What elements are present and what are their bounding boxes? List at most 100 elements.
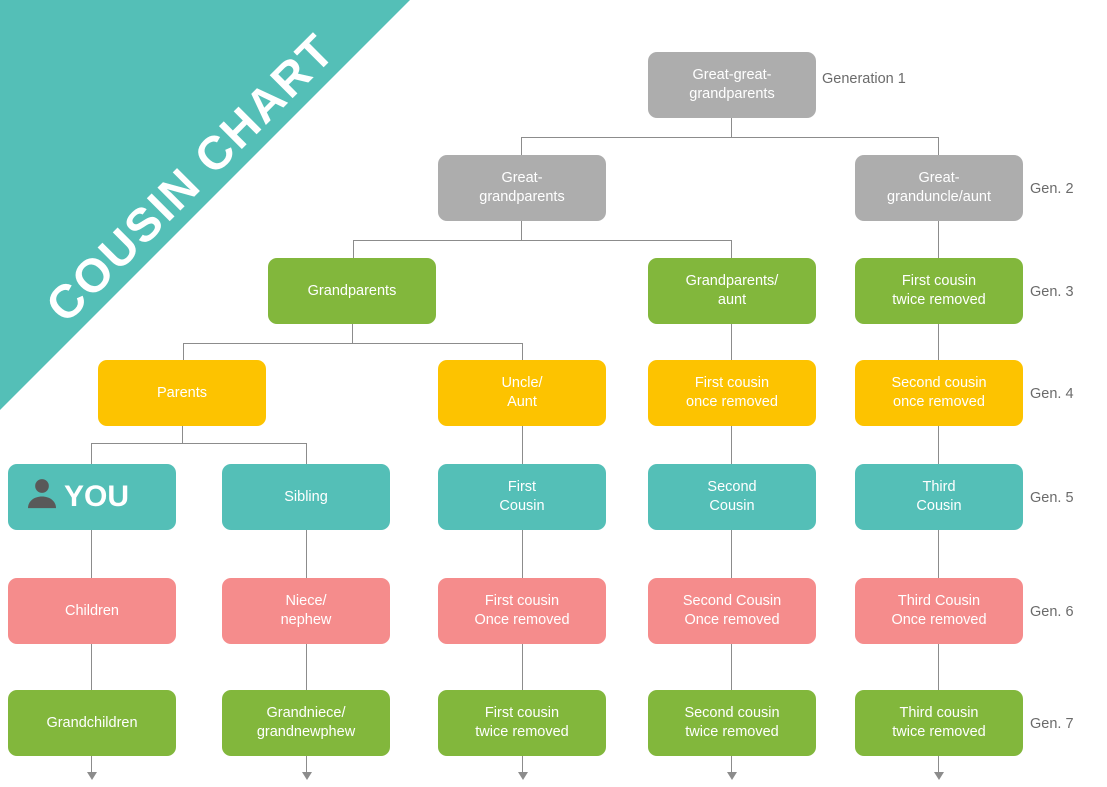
- connector-parents-stem: [182, 426, 184, 443]
- connector-col3-gen5-gen6: [522, 530, 524, 578]
- node-second-cousin[interactable]: Second Cousin: [648, 464, 816, 530]
- node-line-1: First cousin: [484, 593, 560, 609]
- node-line-1: First cousin: [694, 375, 770, 391]
- connector-col1-tail: [91, 756, 93, 774]
- connector-col5-gen2-gen3: [938, 221, 940, 258]
- node-line-2: Once removed: [891, 612, 987, 628]
- node-line-2: twice removed: [892, 724, 986, 740]
- connector-gen4-col1-drop: [183, 343, 185, 360]
- generation-label-3: Gen. 3: [1030, 284, 1074, 300]
- node-first-cousin-twice-removed-gen3[interactable]: First cousin twice removed: [855, 258, 1023, 324]
- node-third-cousin-twice-removed-gen7[interactable]: Third cousin twice removed: [855, 690, 1023, 756]
- node-line-1: Grandchildren: [46, 714, 138, 731]
- generation-label-7: Gen. 7: [1030, 716, 1074, 732]
- node-sibling[interactable]: Sibling: [222, 464, 390, 530]
- node-great-great-grandparents[interactable]: Great-great- grandparents: [648, 52, 816, 118]
- node-children[interactable]: Children: [8, 578, 176, 644]
- connector-root-stem: [731, 118, 733, 137]
- connector-gen3-col2-drop: [353, 240, 355, 258]
- node-second-cousin-twice-removed-gen7[interactable]: Second cousin twice removed: [648, 690, 816, 756]
- node-line-1: First: [507, 479, 537, 495]
- node-line-2: once removed: [686, 394, 778, 410]
- connector-col4-gen5-gen6: [731, 530, 733, 578]
- arrow-down-icon: [87, 772, 97, 780]
- node-line-1: Sibling: [284, 488, 328, 505]
- node-line-2: Cousin: [709, 498, 755, 514]
- connector-col4-tail: [731, 756, 733, 774]
- node-line-1: Niece/: [285, 593, 327, 609]
- node-grandchildren[interactable]: Grandchildren: [8, 690, 176, 756]
- node-line-1: Children: [65, 602, 119, 619]
- node-line-2: granduncle/aunt: [887, 189, 991, 205]
- connector-col5-tail: [938, 756, 940, 774]
- node-line-1: Second: [707, 479, 757, 495]
- connector-gen4-col3-drop: [522, 343, 524, 360]
- connector-col4-gen4-gen5: [731, 426, 733, 464]
- connector-col3-gen6-gen7: [522, 644, 524, 690]
- node-grandparents-aunt[interactable]: Grandparents/ aunt: [648, 258, 816, 324]
- node-line-1: Third: [922, 479, 956, 495]
- node-grandniece-grandnephew[interactable]: Grandniece/ grandnewphew: [222, 690, 390, 756]
- node-great-granduncle-aunt[interactable]: Great- granduncle/aunt: [855, 155, 1023, 221]
- node-first-cousin-once-removed-gen6[interactable]: First cousin Once removed: [438, 578, 606, 644]
- node-line-2: grandnewphew: [256, 724, 356, 740]
- connector-gen3-col4-drop: [731, 240, 733, 258]
- node-great-grandparents[interactable]: Great- grandparents: [438, 155, 606, 221]
- node-first-cousin-once-removed-gen4[interactable]: First cousin once removed: [648, 360, 816, 426]
- connector-gen2-col2-stem: [521, 221, 523, 240]
- connector-gen2-bus: [353, 240, 732, 242]
- connector-gen3-col2-stem: [352, 324, 354, 343]
- node-line-1: First cousin: [484, 705, 560, 721]
- connector-col2-gen5-gen6: [306, 530, 308, 578]
- connector-gen5-col1-drop: [91, 443, 93, 464]
- node-line-1: Grandparents/: [685, 273, 779, 289]
- node-label-you: YOU: [64, 480, 130, 513]
- connector-col2-tail: [306, 756, 308, 774]
- node-line-1: Grandniece/: [266, 705, 346, 721]
- generation-label-6: Gen. 6: [1030, 604, 1074, 620]
- connector-col3-tail: [522, 756, 524, 774]
- connector-gen4-bus: [91, 443, 307, 445]
- banner: COUSIN CHART: [0, 0, 410, 410]
- node-line-2: Once removed: [684, 612, 780, 628]
- node-line-1: Parents: [157, 384, 207, 401]
- connector-col1-gen6-gen7: [91, 644, 93, 690]
- arrow-down-icon: [302, 772, 312, 780]
- node-line-2: grandparents: [479, 189, 565, 205]
- node-line-1: Second cousin: [684, 705, 780, 721]
- node-line-1: Second cousin: [891, 375, 987, 391]
- node-line-2: nephew: [280, 612, 332, 628]
- arrow-down-icon: [518, 772, 528, 780]
- node-line-1: Great-: [501, 170, 543, 186]
- node-second-cousin-once-removed-gen4[interactable]: Second cousin once removed: [855, 360, 1023, 426]
- node-line-2: once removed: [893, 394, 985, 410]
- node-line-2: twice removed: [475, 724, 569, 740]
- node-first-cousin-twice-removed-gen7[interactable]: First cousin twice removed: [438, 690, 606, 756]
- node-grandparents[interactable]: Grandparents: [268, 258, 436, 324]
- connector-col4-gen6-gen7: [731, 644, 733, 690]
- node-third-cousin-once-removed-gen6[interactable]: Third Cousin Once removed: [855, 578, 1023, 644]
- generation-label-1: Generation 1: [822, 71, 906, 87]
- node-third-cousin[interactable]: Third Cousin: [855, 464, 1023, 530]
- node-line-2: aunt: [717, 292, 747, 308]
- node-line-1: Uncle/: [501, 375, 543, 391]
- connector-col5-gen4-gen5: [938, 426, 940, 464]
- node-uncle-aunt[interactable]: Uncle/ Aunt: [438, 360, 606, 426]
- node-first-cousin[interactable]: First Cousin: [438, 464, 606, 530]
- connector-col3-gen4-gen5: [522, 426, 524, 464]
- node-line-2: Cousin: [916, 498, 962, 514]
- node-niece-nephew[interactable]: Niece/ nephew: [222, 578, 390, 644]
- connector-gen1-bus: [521, 137, 939, 139]
- generation-label-2: Gen. 2: [1030, 181, 1074, 197]
- node-you[interactable]: YOU: [8, 464, 176, 530]
- node-line-2: grandparents: [689, 86, 775, 102]
- node-second-cousin-once-removed-gen6[interactable]: Second Cousin Once removed: [648, 578, 816, 644]
- connector-col5-gen3-gen4: [938, 324, 940, 360]
- arrow-down-icon: [934, 772, 944, 780]
- connector-col2-gen6-gen7: [306, 644, 308, 690]
- node-line-2: Aunt: [507, 394, 537, 410]
- arrow-down-icon: [727, 772, 737, 780]
- node-parents[interactable]: Parents: [98, 360, 266, 426]
- node-line-1: First cousin: [901, 273, 977, 289]
